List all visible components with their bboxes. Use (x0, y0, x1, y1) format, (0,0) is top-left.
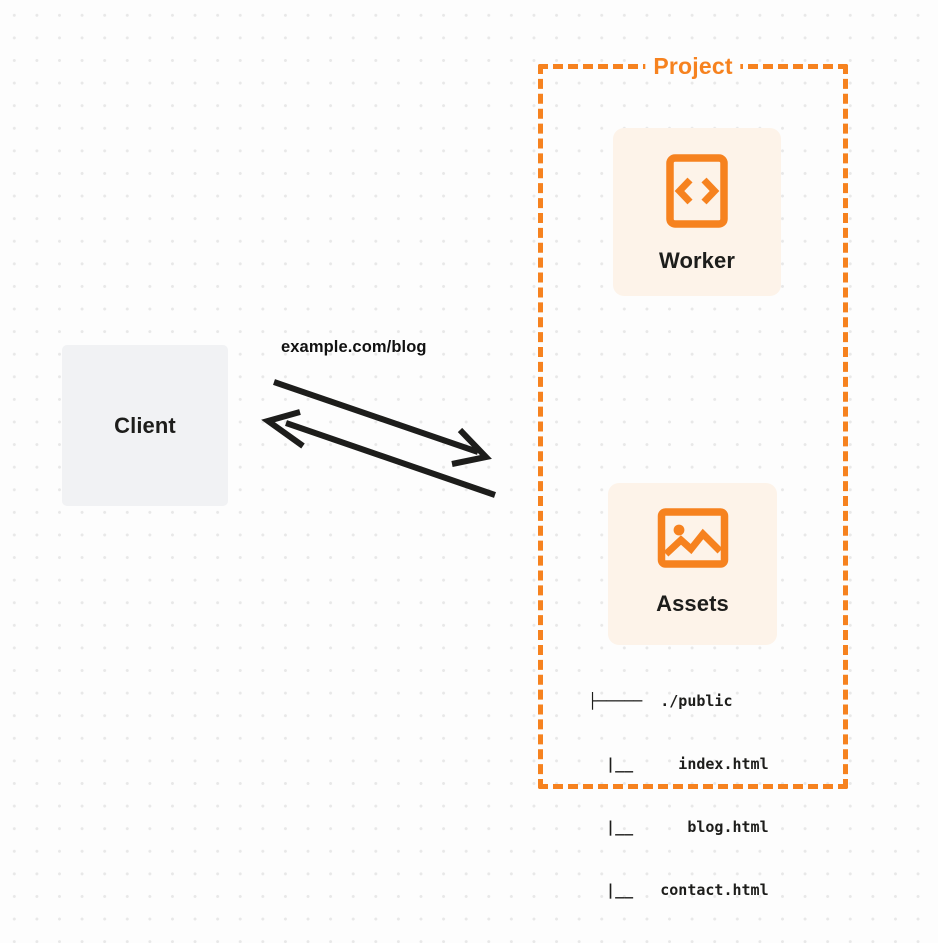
node-assets-label: Assets (656, 591, 729, 616)
group-project-label: Project (645, 53, 741, 80)
node-client[interactable]: Client (62, 345, 228, 506)
edge-label: example.com/blog (281, 338, 427, 356)
edge-request-arrow (273, 379, 492, 467)
diagram-canvas: Client example.com/blog Project Worker (62, 53, 848, 899)
tree-row: |__ blog.html (588, 818, 769, 836)
tree-row: |__ index.html (588, 755, 769, 773)
image-icon (657, 507, 729, 569)
node-client-label: Client (114, 412, 176, 438)
asset-file-tree: ├───── ./public |__ index.html |__ blog.… (588, 649, 769, 943)
node-worker-label: Worker (659, 248, 735, 273)
group-project: Project (538, 53, 848, 789)
tree-row: |__ contact.html (588, 881, 769, 899)
node-worker[interactable]: Worker (613, 128, 781, 296)
code-brackets-icon (666, 154, 728, 228)
node-assets[interactable]: Assets (608, 483, 777, 645)
edge-response-arrow (261, 409, 496, 498)
tree-row: ├───── ./public (588, 692, 733, 710)
